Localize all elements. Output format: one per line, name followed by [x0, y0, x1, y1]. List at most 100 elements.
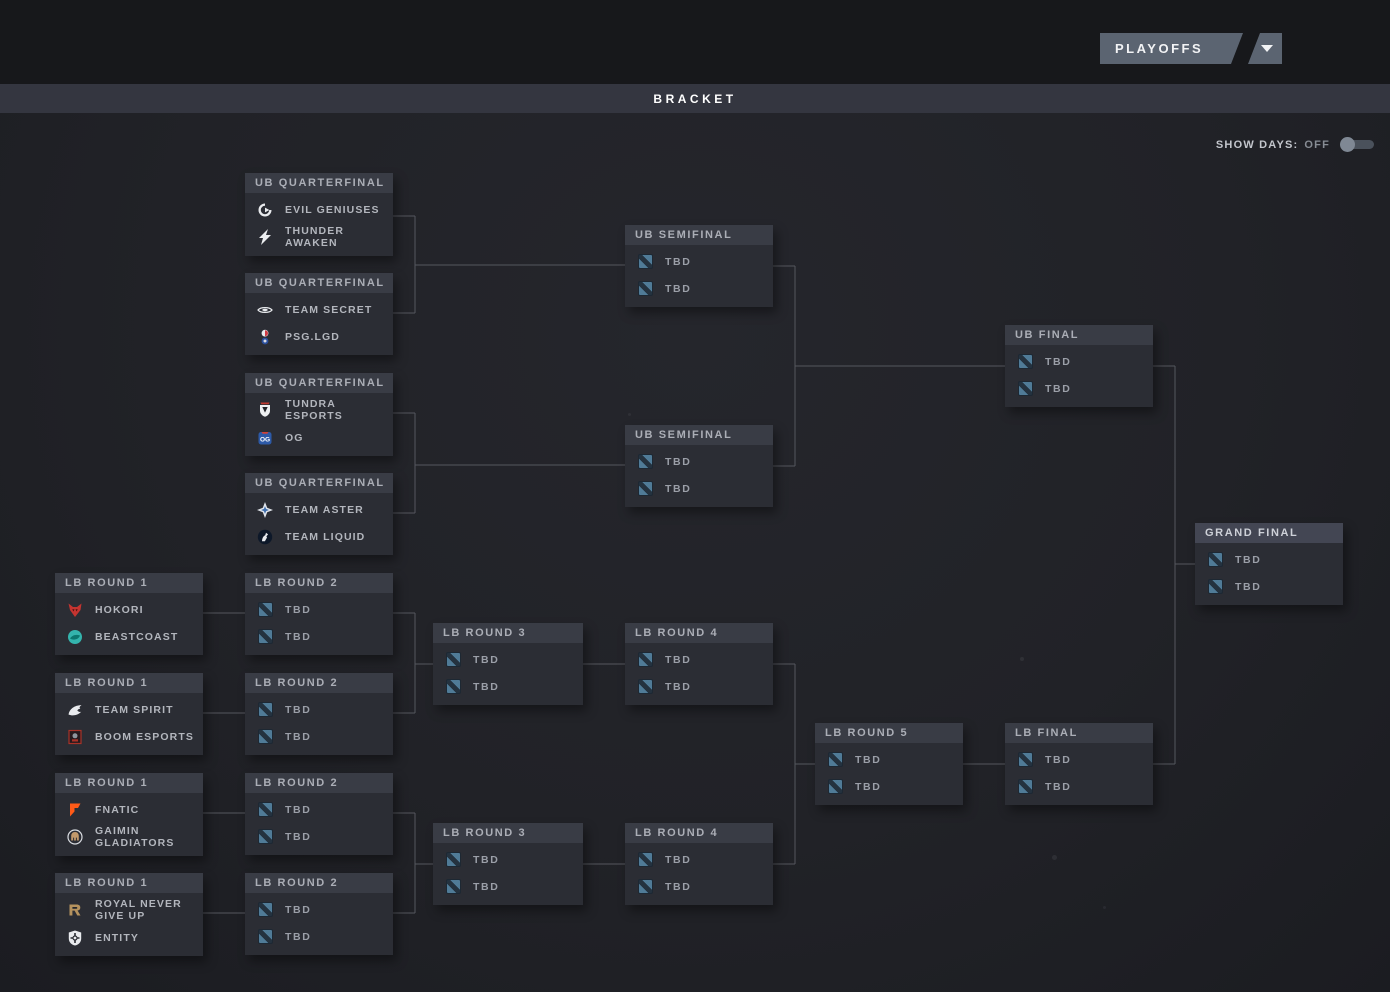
team-name: TBD	[285, 603, 312, 616]
team-name: TBD	[665, 282, 692, 295]
team-slot[interactable]: TEAM ASTER	[245, 496, 393, 523]
team-slot[interactable]: TBD	[433, 646, 583, 673]
team-slot[interactable]: TBD	[1005, 773, 1153, 800]
og-icon: OG	[257, 430, 273, 446]
team-slot[interactable]: TBD	[815, 746, 963, 773]
team-slot[interactable]: ENTITY	[55, 924, 203, 951]
playoffs-dropdown[interactable]: PLAYOFFS	[1100, 33, 1282, 64]
dota-icon	[1017, 381, 1033, 397]
team-slot[interactable]: PSG.LGD	[245, 323, 393, 350]
match-ub-quarterfinal-4[interactable]: UB QUARTERFINAL TEAM ASTER TEAM LIQUID	[245, 473, 393, 555]
match-lb-final[interactable]: LB FINAL TBD TBD	[1005, 723, 1153, 805]
team-slot[interactable]: TBD	[1195, 573, 1343, 600]
team-slot[interactable]: TBD	[1005, 375, 1153, 402]
toggle-knob	[1340, 137, 1355, 152]
match-title: UB SEMIFINAL	[625, 425, 773, 445]
team-slot[interactable]: TBD	[625, 873, 773, 900]
team-slot[interactable]: TBD	[245, 723, 393, 750]
team-name: TBD	[665, 482, 692, 495]
team-slot[interactable]: TBD	[245, 823, 393, 850]
team-slot[interactable]: EVIL GENIUSES	[245, 196, 393, 223]
team-name: TEAM LIQUID	[285, 530, 366, 543]
dota-icon	[637, 679, 653, 695]
match-lb-round1-1[interactable]: LB ROUND 1 HOKORI BEASTCOAST	[55, 573, 203, 655]
team-slot[interactable]: TBD	[625, 248, 773, 275]
team-name: BEASTCOAST	[95, 630, 179, 643]
team-slot[interactable]: TBD	[245, 596, 393, 623]
team-slot[interactable]: BOOM ESPORTS	[55, 723, 203, 750]
show-days-toggle[interactable]	[1340, 137, 1374, 152]
match-ub-quarterfinal-1[interactable]: UB QUARTERFINAL EVIL GENIUSES THUNDER AW…	[245, 173, 393, 256]
match-grand-final[interactable]: GRAND FINAL TBD TBD	[1195, 523, 1343, 605]
dota-icon	[257, 702, 273, 718]
team-slot[interactable]: TBD	[625, 646, 773, 673]
team-name: HOKORI	[95, 603, 144, 616]
team-name: ENTITY	[95, 931, 139, 944]
match-lb-round3-2[interactable]: LB ROUND 3 TBD TBD	[433, 823, 583, 905]
match-lb-round3-1[interactable]: LB ROUND 3 TBD TBD	[433, 623, 583, 705]
match-lb-round4-2[interactable]: LB ROUND 4 TBD TBD	[625, 823, 773, 905]
team-slot[interactable]: TBD	[245, 696, 393, 723]
team-slot[interactable]: TBD	[625, 475, 773, 502]
team-name: PSG.LGD	[285, 330, 340, 343]
team-slot[interactable]: TBD	[815, 773, 963, 800]
team-slot[interactable]: ROYAL NEVER GIVE UP	[55, 896, 203, 924]
team-slot[interactable]: TBD	[1005, 348, 1153, 375]
team-slot[interactable]: TBD	[245, 796, 393, 823]
hokori-icon	[67, 602, 83, 618]
team-name: TBD	[665, 255, 692, 268]
team-slot[interactable]: TBD	[245, 896, 393, 923]
match-lb-round2-4[interactable]: LB ROUND 2 TBD TBD	[245, 873, 393, 955]
team-slot[interactable]: GAIMIN GLADIATORS	[55, 823, 203, 851]
team-slot[interactable]: TBD	[625, 846, 773, 873]
team-name: TUNDRA ESPORTS	[285, 398, 343, 422]
match-ub-quarterfinal-3[interactable]: UB QUARTERFINAL TUNDRA ESPORTS OG OG	[245, 373, 393, 456]
team-slot[interactable]: TBD	[433, 673, 583, 700]
match-lb-round2-1[interactable]: LB ROUND 2 TBD TBD	[245, 573, 393, 655]
team-slot[interactable]: TBD	[245, 923, 393, 950]
match-lb-round4-1[interactable]: LB ROUND 4 TBD TBD	[625, 623, 773, 705]
team-slot[interactable]: TBD	[433, 873, 583, 900]
team-name: TBD	[473, 653, 500, 666]
team-name: TEAM ASTER	[285, 503, 364, 516]
team-slot[interactable]: TEAM SPIRIT	[55, 696, 203, 723]
dota-icon	[827, 752, 843, 768]
match-ub-semifinal-2[interactable]: UB SEMIFINAL TBD TBD	[625, 425, 773, 507]
match-lb-round2-2[interactable]: LB ROUND 2 TBD TBD	[245, 673, 393, 755]
match-title: GRAND FINAL	[1195, 523, 1343, 543]
match-lb-round1-4[interactable]: LB ROUND 1 ROYAL NEVER GIVE UP ENTITY	[55, 873, 203, 956]
team-slot[interactable]: TBD	[1195, 546, 1343, 573]
match-ub-final[interactable]: UB FINAL TBD TBD	[1005, 325, 1153, 407]
match-ub-semifinal-1[interactable]: UB SEMIFINAL TBD TBD	[625, 225, 773, 307]
match-ub-quarterfinal-2[interactable]: UB QUARTERFINAL TEAM SECRET PSG.LGD	[245, 273, 393, 355]
tab-bracket[interactable]: BRACKET	[653, 91, 737, 106]
team-slot[interactable]: BEASTCOAST	[55, 623, 203, 650]
team-name: EVIL GENIUSES	[285, 203, 380, 216]
team-slot[interactable]: TBD	[245, 623, 393, 650]
match-lb-round1-3[interactable]: LB ROUND 1 FNATIC GAIMIN GLADIATORS	[55, 773, 203, 856]
team-slot[interactable]: TBD	[1005, 746, 1153, 773]
team-name: TBD	[1235, 580, 1262, 593]
team-slot[interactable]: TBD	[625, 448, 773, 475]
team-slot[interactable]: TEAM LIQUID	[245, 523, 393, 550]
match-title: UB SEMIFINAL	[625, 225, 773, 245]
team-slot[interactable]: HOKORI	[55, 596, 203, 623]
match-lb-round1-2[interactable]: LB ROUND 1 TEAM SPIRIT BOOM ESPORTS	[55, 673, 203, 755]
team-slot[interactable]: TEAM SECRET	[245, 296, 393, 323]
match-title: LB ROUND 5	[815, 723, 963, 743]
match-lb-round2-3[interactable]: LB ROUND 2 TBD TBD	[245, 773, 393, 855]
match-lb-round5[interactable]: LB ROUND 5 TBD TBD	[815, 723, 963, 805]
team-slot[interactable]: OG OG	[245, 424, 393, 451]
team-slot[interactable]: TUNDRA ESPORTS	[245, 396, 393, 424]
playoffs-dropdown-label[interactable]: PLAYOFFS	[1100, 33, 1243, 64]
team-name: TBD	[285, 730, 312, 743]
royal-never-give-up-icon	[67, 902, 83, 918]
team-slot[interactable]: TBD	[625, 673, 773, 700]
team-slot[interactable]: THUNDER AWAKEN	[245, 223, 393, 251]
team-slot[interactable]: TBD	[625, 275, 773, 302]
dota-icon	[257, 802, 273, 818]
team-slot[interactable]: TBD	[433, 846, 583, 873]
team-name: BOOM ESPORTS	[95, 730, 194, 743]
team-slot[interactable]: FNATIC	[55, 796, 203, 823]
